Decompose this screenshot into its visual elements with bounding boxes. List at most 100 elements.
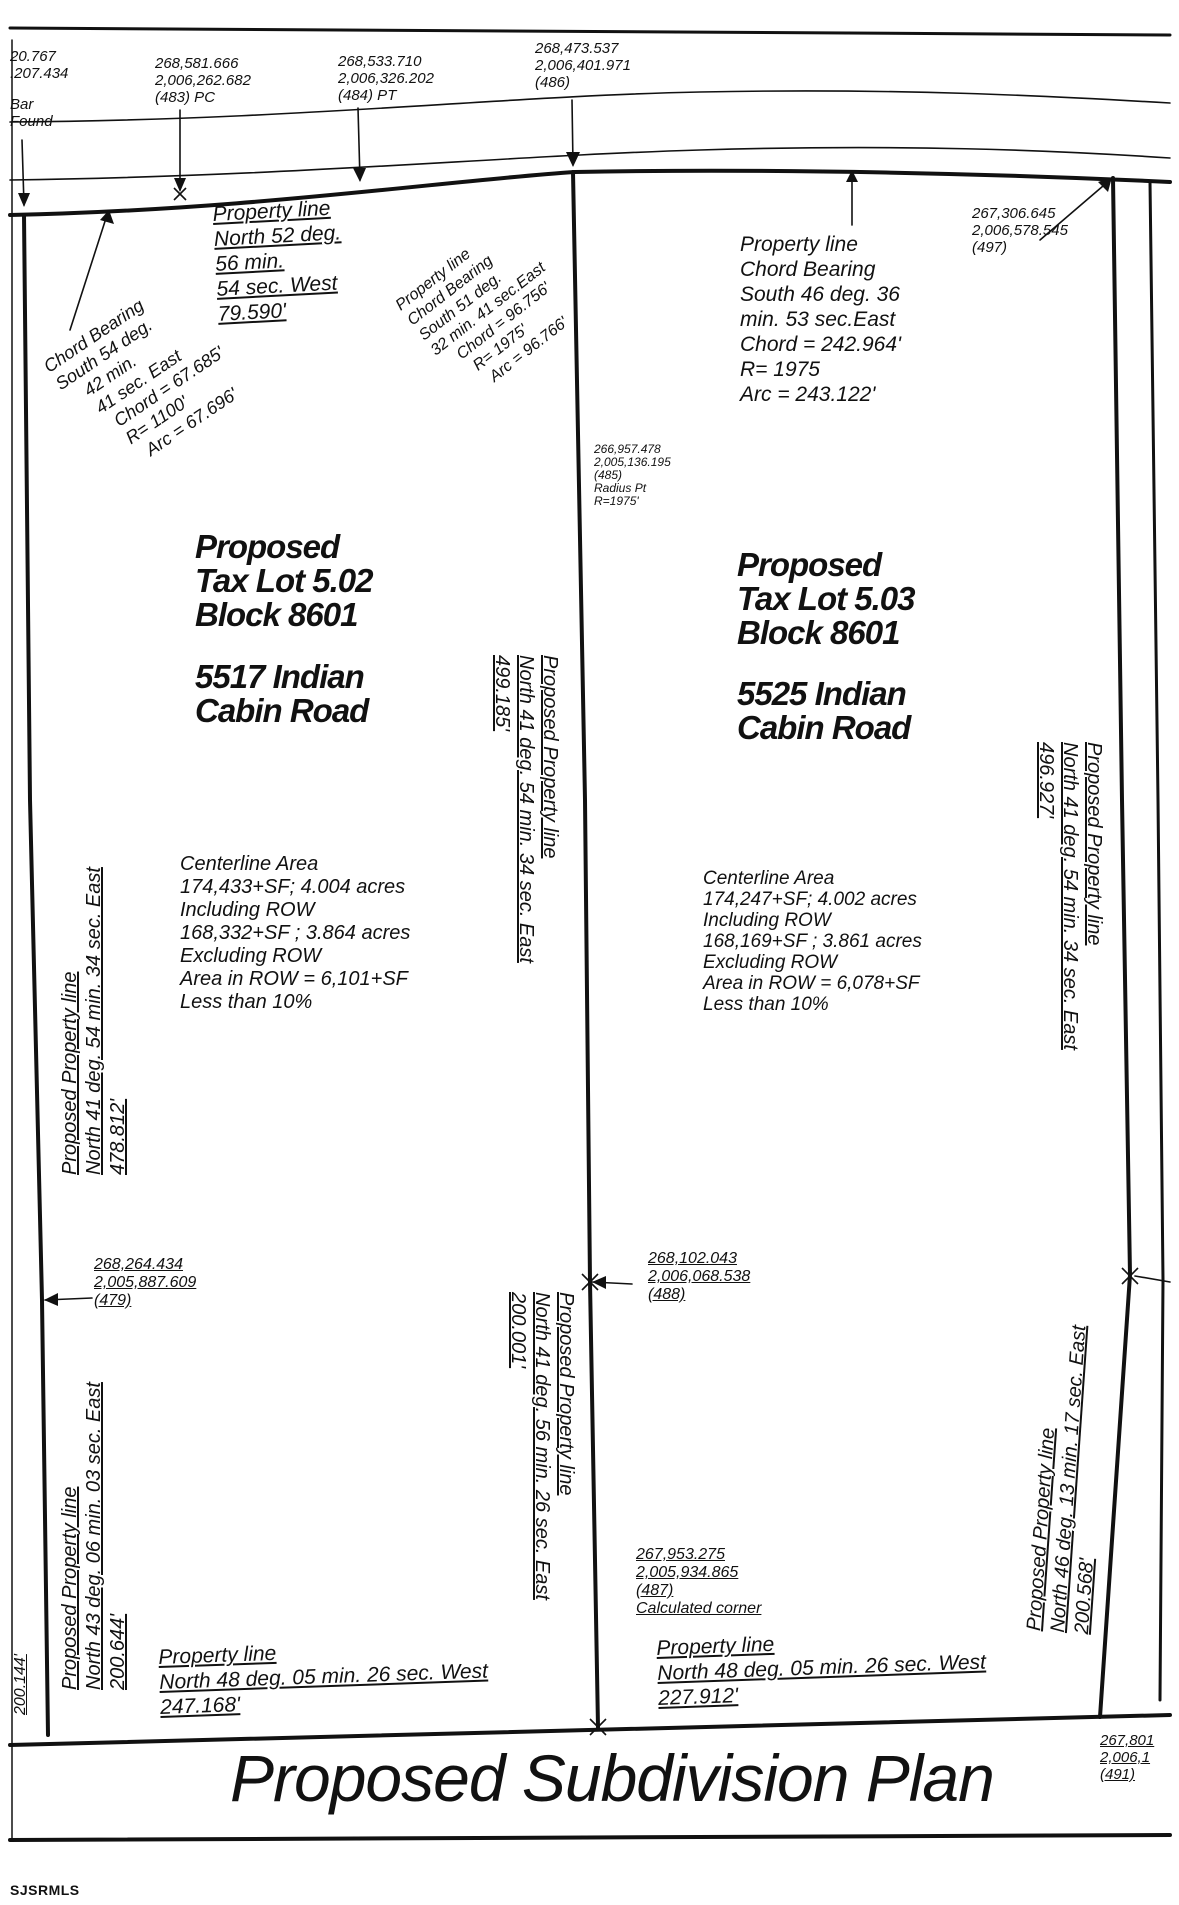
lot-503-heading: Proposed Tax Lot 5.03 Block 8601 [737,546,916,651]
note-line: Proposed Property line [539,655,561,859]
point-line: (479) [94,1292,132,1309]
arrowhead-488 [592,1276,606,1289]
point-line: 2,005,136.195 [594,455,671,469]
note-line: Proposed Property line [555,1292,577,1496]
lot-503-area: Centerline Area 174,247+SF; 4.002 acres … [703,868,922,1015]
lot-heading-line: Block 8601 [737,614,900,651]
note-line: North 41 deg. 54 min. 34 sec. East [515,655,537,963]
lot-heading-line: Block 8601 [195,596,358,633]
lot-address-line: Cabin Road [195,692,369,729]
lot-area-line: Centerline Area [180,853,319,875]
road-edge-upper [9,90,1171,123]
point-line: 2,006,068.538 [648,1268,751,1285]
lot-area-line: Excluding ROW [703,952,838,973]
note-left-edge-value: 200.144' [8,1654,33,1715]
point-line: 266,957.478 [594,442,661,456]
lot-area-line: Less than 10% [703,994,829,1015]
point-line: 2,006,262.682 [155,72,251,89]
point-487: 267,953.275 2,005,934.865 (487) Calculat… [636,1546,761,1618]
bar-found-label: Bar Found [10,96,53,130]
bottom-border-lower [8,1833,1172,1842]
arrowhead-486 [566,152,580,167]
point-485-radius: 266,957.478 2,005,136.195 (485) Radius P… [594,443,671,508]
note-line: North 41 deg. 54 min. 34 sec. East [1059,742,1081,1050]
mls-watermark: SJSRMLS [10,1882,80,1898]
arrowhead-bar-found [18,193,30,207]
note-line: Chord Bearing [740,258,876,281]
bar-found-line: Bar [10,96,34,113]
note-bottom-right: Property line North 48 deg. 05 min. 26 s… [656,1625,987,1711]
arrowhead-483 [174,178,186,192]
lot-502-address: 5517 Indian Cabin Road [195,658,369,729]
point-line: 268,581.666 [155,55,239,72]
note-bottom-left: Property line North 48 deg. 05 min. 26 s… [158,1634,489,1720]
note-line: South 46 deg. 36 [740,283,900,306]
note-line: North 43 deg. 06 min. 03 sec. East [83,1382,105,1690]
point-479: 268,264.434 2,005,887.609 (479) [94,1256,196,1310]
lot-502-area: Centerline Area 174,433+SF; 4.004 acres … [180,853,410,1014]
point-line: (486) [535,74,571,91]
note-line: Proposed Property line [59,1486,81,1690]
lot-area-line: Including ROW [180,899,315,921]
point-line: 268,264.434 [94,1256,183,1273]
leader-497 [1039,179,1111,241]
lot-502-heading: Proposed Tax Lot 5.02 Block 8601 [195,528,374,633]
lot-area-line: 174,433+SF; 4.004 acres [180,876,406,898]
point-line: (484) PT [338,87,397,104]
note-right-upper: Proposed Property line North 41 deg. 54 … [1034,742,1106,1050]
point-line: 2,006,401.971 [535,57,631,74]
lot-area-line: Less than 10% [180,991,313,1013]
point-line: 2,005,934.865 [636,1564,739,1581]
sheet-top-border [8,26,1172,37]
note-line: Property line [740,233,858,256]
note-line: Arc = 243.122' [740,383,876,406]
point-line: (485) [594,468,623,482]
note-mid-lower: Proposed Property line North 41 deg. 56 … [506,1292,578,1600]
arrowhead-497 [1098,177,1112,192]
point-line: .207.434 [10,65,69,82]
note-line: North 41 deg. 54 min. 34 sec. East [83,867,105,1175]
point-line: 2,006,326.202 [338,70,434,87]
note-top-right-chord: Property line Chord Bearing South 46 deg… [740,232,901,407]
point-line: 267,801 [1100,1732,1155,1749]
point-line: 268,102.043 [648,1250,737,1267]
lot-area-line: Including ROW [703,910,831,931]
note-line: 200.144' [12,1654,29,1715]
note-left-lower: Proposed Property line North 43 deg. 06 … [58,1382,130,1690]
point-line: R=1975' [594,494,639,508]
note-mid-upper: Proposed Property line North 41 deg. 54 … [490,655,562,963]
lot-heading-line: Proposed [195,528,340,565]
road-edge-middle [9,146,1171,181]
point-line: (488) [648,1286,686,1303]
corner-mark-488-b [581,1273,599,1291]
lot-heading-line: Proposed [737,546,882,583]
adjacent-lot-line [1148,180,1165,1702]
note-line: Proposed Property line [1083,742,1105,946]
note-line: min. 53 sec.East [740,308,896,331]
lot-area-line: Area in ROW = 6,101+SF [180,968,408,990]
point-line: 268,473.537 [535,40,619,57]
note-line: 200.644' [107,1613,129,1690]
lot-area-line: Excluding ROW [180,945,322,967]
leader-491 [1134,1275,1171,1283]
point-486: 268,473.537 2,006,401.971 (486) [535,40,631,91]
note-line: 478.812' [107,1098,129,1175]
bar-found-line: Found [10,113,53,130]
point-line: 2,005,887.609 [94,1274,197,1291]
lot-area-line: 174,247+SF; 4.002 acres [703,889,917,910]
lot-502-left-line [22,213,50,1737]
corner-mark-491-b [1121,1267,1139,1285]
point-483: 268,581.666 2,006,262.682 (483) PC [155,55,251,106]
note-line: 499.185' [491,655,513,732]
point-484: 268,533.710 2,006,326.202 (484) PT [338,53,434,104]
corner-mark-bottom-b [589,1718,607,1736]
point-line: (491) [1100,1766,1136,1783]
point-line: (483) PC [155,89,216,106]
lot-address-line: 5517 Indian [195,658,365,695]
note-line: Proposed Property line [59,971,81,1175]
note-line: 496.927' [1035,742,1057,819]
point-line: 2,006,1 [1100,1749,1151,1766]
point-line: 267,306.645 [972,205,1056,222]
point-line: 268,533.710 [338,53,422,70]
point-line: 2,006,578.545 [972,222,1068,239]
